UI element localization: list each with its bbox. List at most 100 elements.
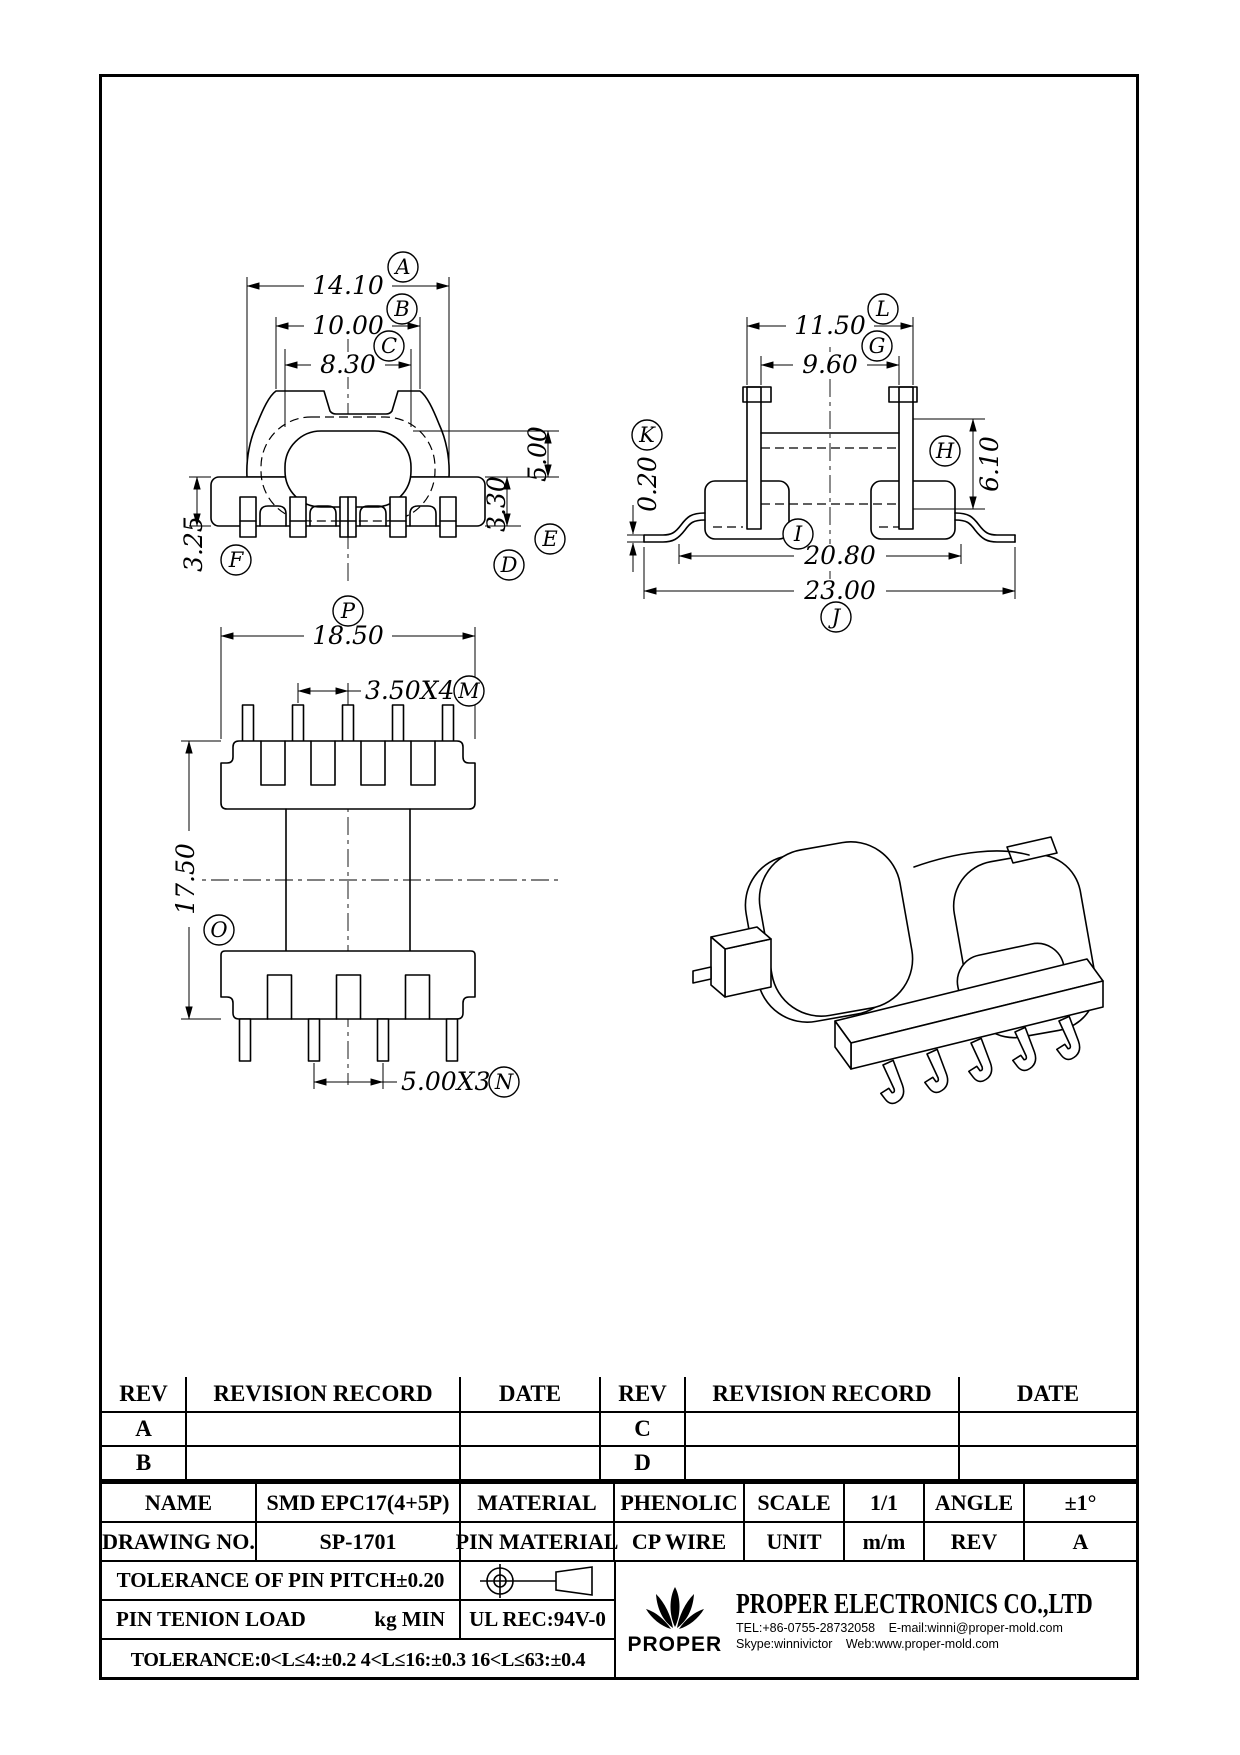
drawing-no-label: DRAWING NO.	[102, 1523, 257, 1562]
isometric-view	[692, 836, 1104, 1105]
ul-rec: UL REC:94V-0	[461, 1601, 616, 1640]
dim-d-letter: D	[500, 553, 518, 577]
material-value: PHENOLIC	[615, 1484, 745, 1523]
drawing-frame: 14.10 A 10.00 B 8.30 C	[99, 74, 1139, 1680]
company-web: Web:www.proper-mold.com	[845, 1636, 999, 1651]
pin-tension-value: kg MIN	[374, 1607, 445, 1631]
dim-n-value: 5.00X3	[401, 1067, 490, 1096]
rev-header-rev-2: REV	[601, 1377, 686, 1413]
title-block: NAME SMD EPC17(4+5P) MATERIAL PHENOLIC S…	[102, 1481, 1136, 1680]
dim-d-value: 3.30	[482, 476, 511, 532]
dim-l: 11.50 L	[746, 293, 914, 385]
rev-row-b-record	[187, 1447, 461, 1481]
dim-h: 6.10 H	[913, 418, 1004, 510]
rev-row-b: B	[102, 1447, 187, 1481]
rev-row-b-date	[461, 1447, 601, 1481]
dim-g-letter: G	[869, 334, 886, 358]
iso-smd-pins	[879, 1015, 1081, 1105]
rev-header-record-1: REVISION RECORD	[187, 1377, 461, 1413]
unit-value: m/m	[845, 1523, 925, 1562]
dim-d: 3.30 D	[482, 476, 525, 581]
dim-k-letter: K	[638, 423, 656, 447]
iso-left-block	[692, 926, 772, 998]
dim-j: 23.00 J	[643, 547, 1016, 633]
pin-material-label: PIN MATERIAL	[456, 1523, 618, 1562]
revision-table: REV REVISION RECORD DATE REV REVISION RE…	[102, 1377, 1136, 1481]
scale-label: SCALE	[745, 1484, 845, 1523]
lotus-logo-icon	[645, 1587, 704, 1629]
length-tolerance: TOLERANCE:0<L≤4:±0.2 4<L≤16:±0.3 16<L≤63…	[102, 1640, 616, 1680]
company-tel: TEL:+86-0755-28732058	[735, 1620, 875, 1635]
rev-row-a: A	[102, 1413, 187, 1447]
dim-h-letter: H	[935, 439, 955, 463]
dim-e: 5.00 E	[523, 426, 566, 555]
rev-row-a-record	[187, 1413, 461, 1447]
rev-header-rev-1: REV	[102, 1377, 187, 1413]
side-view: 11.50 L 9.60 G 0.20 K	[627, 293, 1016, 633]
dim-c-value: 8.30	[320, 350, 376, 379]
rev-label: REV	[925, 1523, 1025, 1562]
dim-m: 3.50X4 M	[297, 675, 485, 707]
dim-f-value: 3.25	[179, 516, 208, 572]
name-value: SMD EPC17(4+5P)	[257, 1484, 461, 1523]
dim-k-value: 0.20	[633, 456, 662, 512]
dim-f: 3.25 F	[179, 476, 252, 576]
scale-value: 1/1	[845, 1484, 925, 1523]
dim-e-value: 5.00	[523, 426, 552, 482]
dim-l-letter: L	[875, 297, 890, 321]
company-block: PROPER PROPER ELECTRONICS CO.,LTD TEL:+8…	[616, 1562, 1136, 1680]
dim-a-letter: A	[393, 255, 410, 279]
rev-row-a-date	[461, 1413, 601, 1447]
dim-p: 18.50 P	[220, 595, 476, 739]
rev-row-d-date	[960, 1447, 1136, 1481]
company-email: E-mail:winni@proper-mold.com	[888, 1620, 1063, 1635]
pin-tension-label: PIN TENION LOAD	[116, 1607, 306, 1631]
pin-material-value: CP WIRE	[615, 1523, 745, 1562]
dim-o-value: 17.50	[171, 843, 200, 915]
company-logo: PROPER	[620, 1585, 730, 1657]
name-label: NAME	[102, 1484, 257, 1523]
dim-n-letter: N	[494, 1070, 514, 1094]
dim-a-value: 14.10	[312, 271, 384, 300]
dim-m-letter: M	[457, 679, 480, 703]
dim-n: 5.00X3 N	[313, 1063, 520, 1098]
dim-i-letter: I	[793, 522, 803, 546]
dim-i: 20.80 I	[678, 518, 962, 570]
bottom-view: 18.50 P 3.50X4 M 17.50 O	[171, 595, 559, 1098]
dim-l-value: 11.50	[794, 311, 866, 340]
rev-header-date-1: DATE	[461, 1377, 601, 1413]
rev-value: A	[1025, 1523, 1136, 1562]
front-view: 14.10 A 10.00 B 8.30 C	[179, 251, 566, 584]
rev-header-date-2: DATE	[960, 1377, 1136, 1413]
rev-row-c-record	[686, 1413, 960, 1447]
unit-label: UNIT	[745, 1523, 845, 1562]
drawing-no-value: SP-1701	[257, 1523, 461, 1562]
dim-b-value: 10.00	[312, 311, 384, 340]
bottom-view-bottom-pins	[238, 1018, 459, 1062]
dim-o-letter: O	[210, 918, 227, 942]
rev-header-record-2: REVISION RECORD	[686, 1377, 960, 1413]
dim-j-letter: J	[828, 605, 842, 629]
angle-label: ANGLE	[925, 1484, 1025, 1523]
dim-b: 10.00 B	[275, 293, 421, 389]
dim-p-letter: P	[340, 599, 356, 623]
pin-material-symbol-cell	[461, 1562, 616, 1601]
pin-tension-cell: PIN TENION LOAD kg MIN	[102, 1601, 461, 1640]
dim-k: 0.20 K	[627, 419, 663, 572]
rev-row-c: C	[601, 1413, 686, 1447]
bottom-view-top-pins	[241, 704, 455, 744]
dim-o: 17.50 O	[171, 740, 235, 1020]
rev-row-d: D	[601, 1447, 686, 1481]
angle-value: ±1°	[1025, 1484, 1136, 1523]
dim-i-value: 20.80	[803, 541, 876, 570]
dim-j-value: 23.00	[803, 576, 876, 605]
dim-h-value: 6.10	[975, 436, 1004, 492]
dim-b-letter: B	[393, 297, 409, 321]
dim-f-letter: F	[228, 548, 245, 572]
front-pins	[239, 496, 457, 538]
drawing-views: 14.10 A 10.00 B 8.30 C	[171, 251, 1104, 1105]
material-label: MATERIAL	[461, 1484, 615, 1523]
dim-c-letter: C	[381, 334, 397, 358]
rev-row-c-date	[960, 1413, 1136, 1447]
company-logo-text: PROPER	[627, 1633, 723, 1656]
